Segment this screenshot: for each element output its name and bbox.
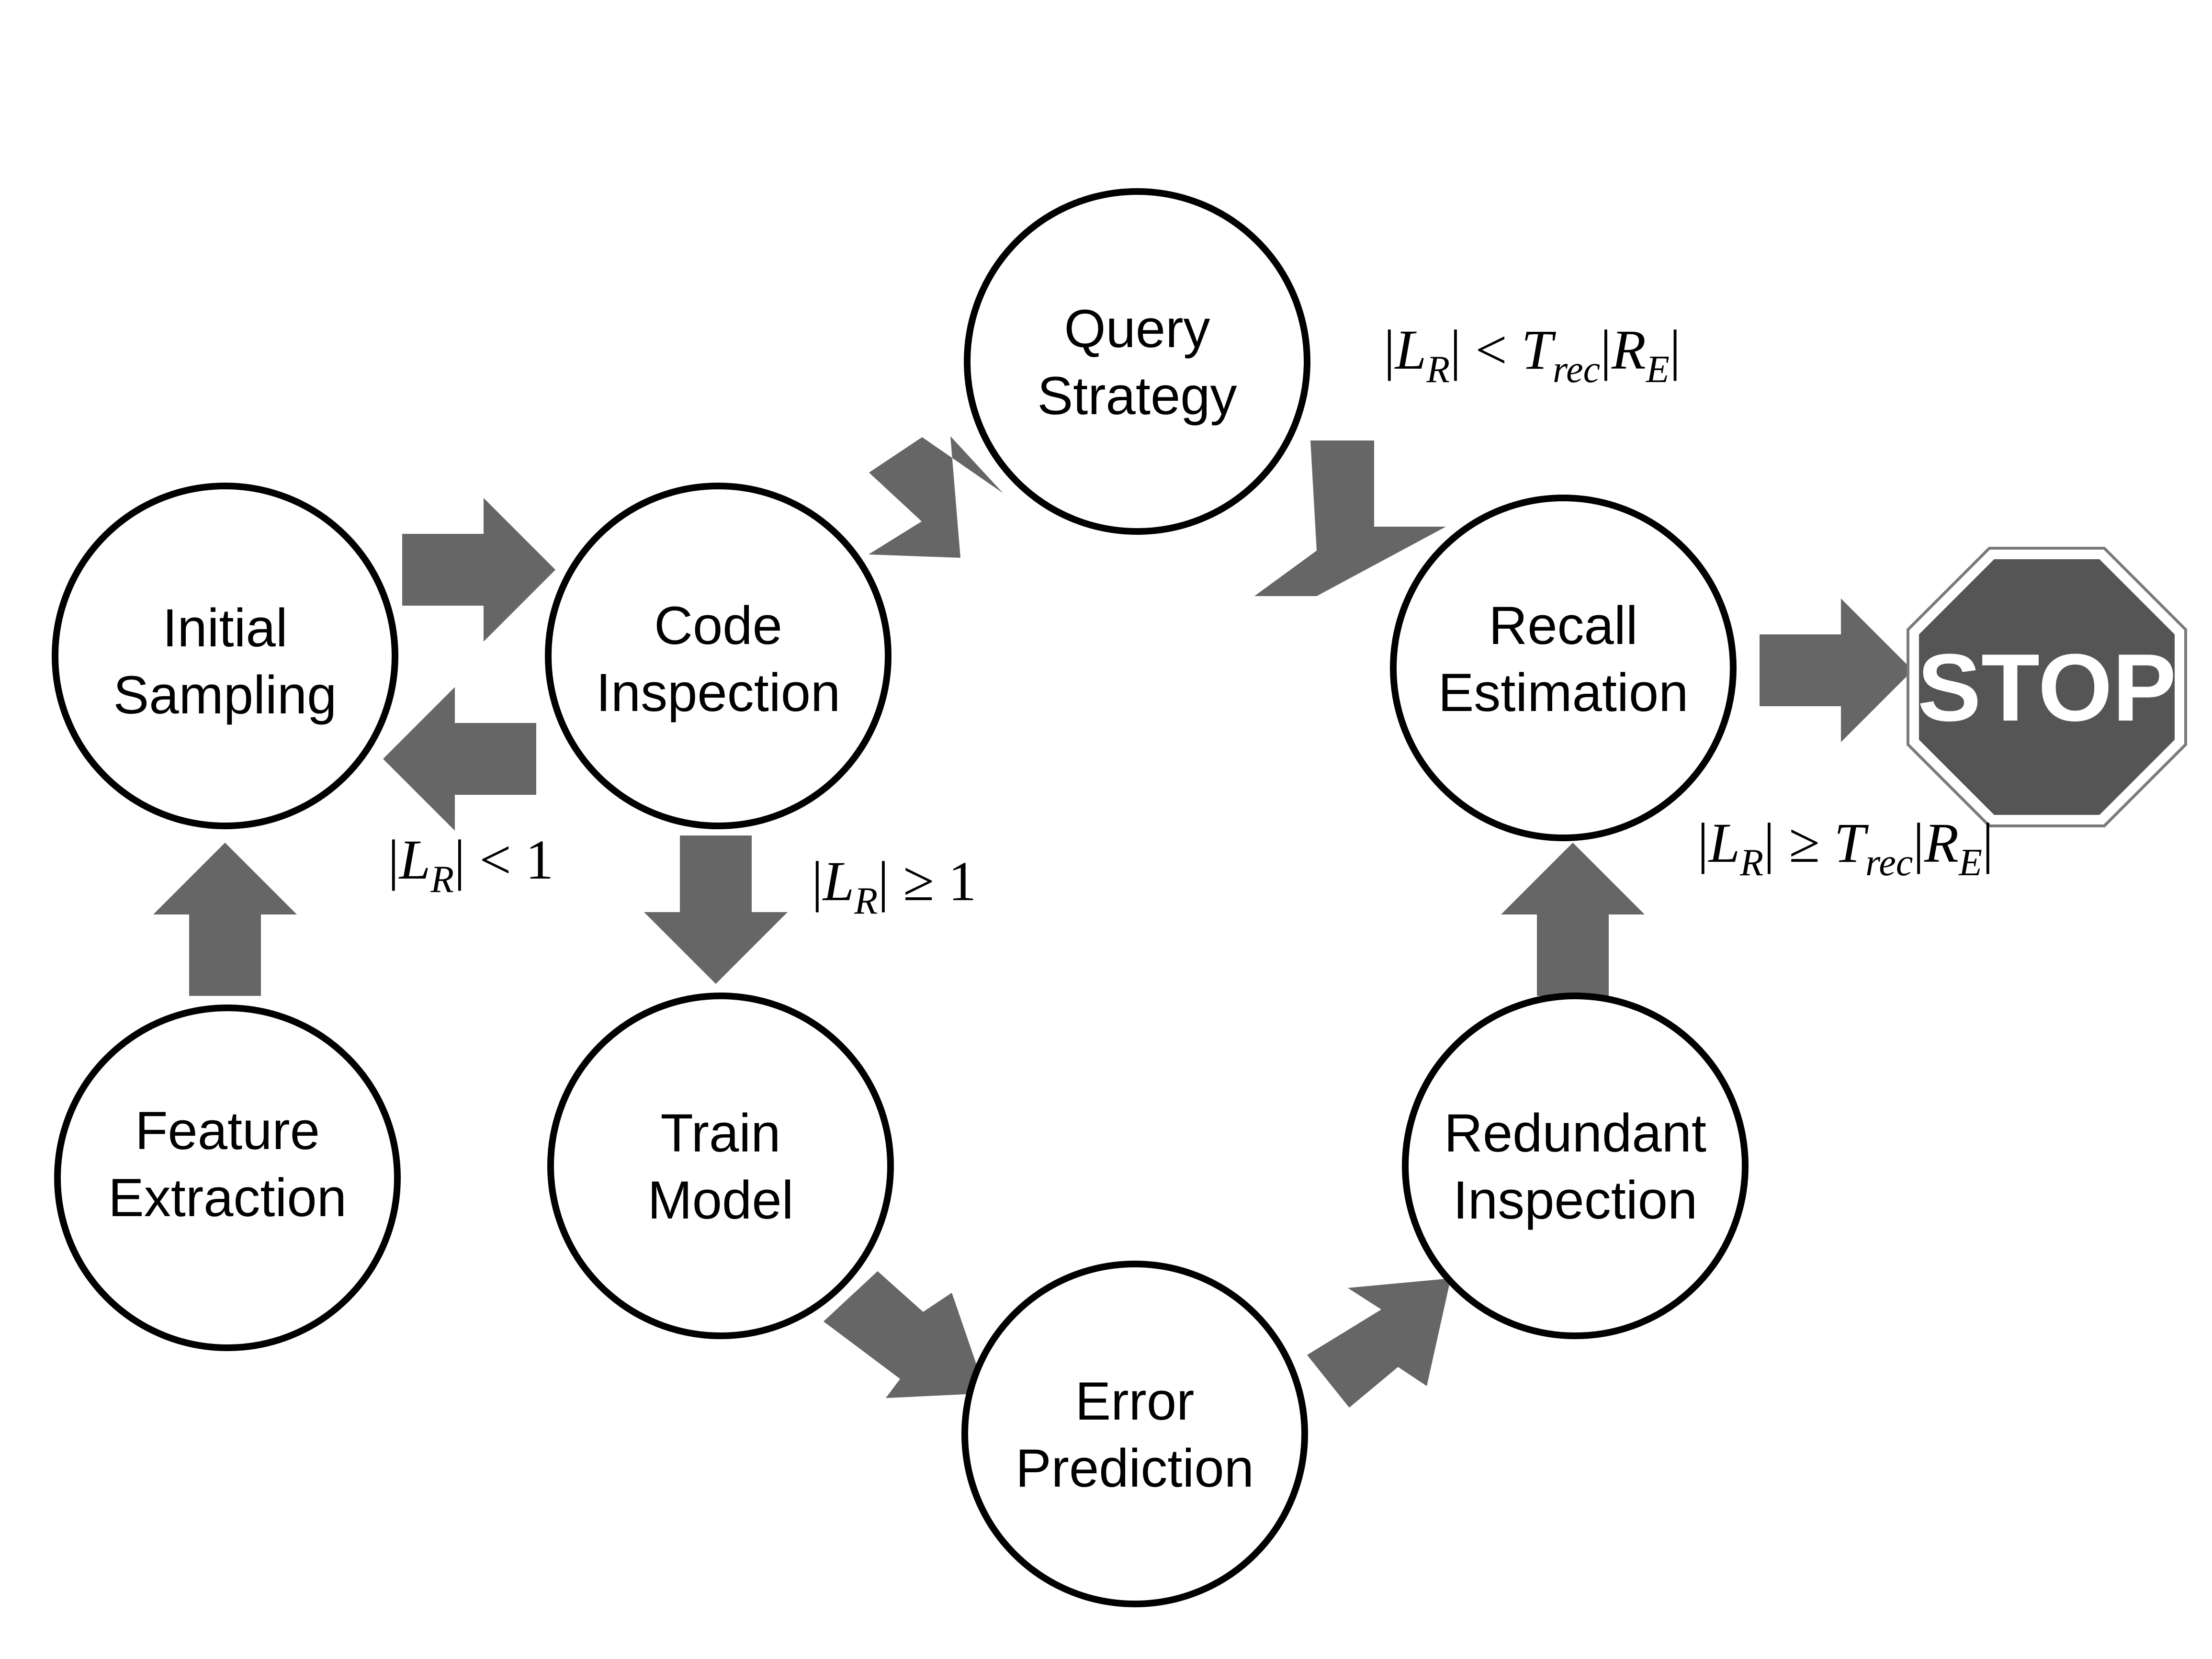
condition-stop: |LR| ≥ Trec|RE| — [1697, 812, 1994, 884]
node-label-line2: Estimation — [1438, 663, 1689, 722]
arrow-query-to-inspection — [869, 436, 1003, 558]
arrow-redundant-to-recall — [1501, 843, 1645, 996]
node-label-line1: Recall — [1489, 596, 1637, 655]
arrow-inspection-to-train — [644, 835, 788, 984]
node-label-line1: Initial — [162, 598, 287, 658]
stop-sign-icon: STOP — [1907, 547, 2187, 827]
node-initial-sampling: Initial Sampling — [52, 483, 398, 829]
arrow-recall-to-query — [1254, 440, 1446, 596]
node-label-line2: Prediction — [1016, 1438, 1254, 1498]
node-label-line2: Inspection — [1453, 1170, 1698, 1230]
node-label-line1: Error — [1075, 1371, 1195, 1431]
arrow-error-to-redundant — [1307, 1278, 1451, 1408]
node-label-line2: Model — [647, 1170, 793, 1230]
condition-has-relevant: |LR| ≥ 1 — [812, 850, 977, 922]
node-label-line2: Extraction — [108, 1168, 347, 1228]
stop-label: STOP — [1918, 634, 2177, 741]
node-label-line1: Code — [654, 596, 782, 655]
node-train-model: Train Model — [547, 993, 894, 1339]
arrow-inspection-to-sampling — [383, 687, 536, 831]
node-label-line2: Inspection — [596, 663, 841, 722]
node-code-inspection: Code Inspection — [545, 483, 892, 829]
node-label-line1: Feature — [135, 1101, 320, 1161]
node-error-prediction: Error Prediction — [961, 1261, 1308, 1607]
arrow-extraction-to-sampling — [153, 843, 297, 996]
node-label-line1: Redundant — [1444, 1103, 1706, 1163]
node-redundant-inspection: Redundant Inspection — [1402, 993, 1749, 1339]
arrow-sampling-to-inspection — [402, 498, 555, 642]
arrow-train-to-error — [824, 1271, 986, 1398]
node-label-line1: Train — [660, 1103, 780, 1163]
node-feature-extraction: Feature Extraction — [54, 1004, 401, 1351]
condition-no-relevant: |LR| < 1 — [388, 828, 553, 901]
node-query-strategy: Query Strategy — [964, 188, 1310, 535]
condition-continue: |LR| < Trec|RE| — [1384, 318, 1681, 391]
node-label-line2: Strategy — [1037, 366, 1237, 426]
node-label-line2: Sampling — [113, 665, 337, 725]
arrow-recall-to-stop — [1760, 598, 1913, 742]
node-recall-estimation: Recall Estimation — [1390, 495, 1737, 841]
node-label-line1: Query — [1064, 299, 1210, 359]
